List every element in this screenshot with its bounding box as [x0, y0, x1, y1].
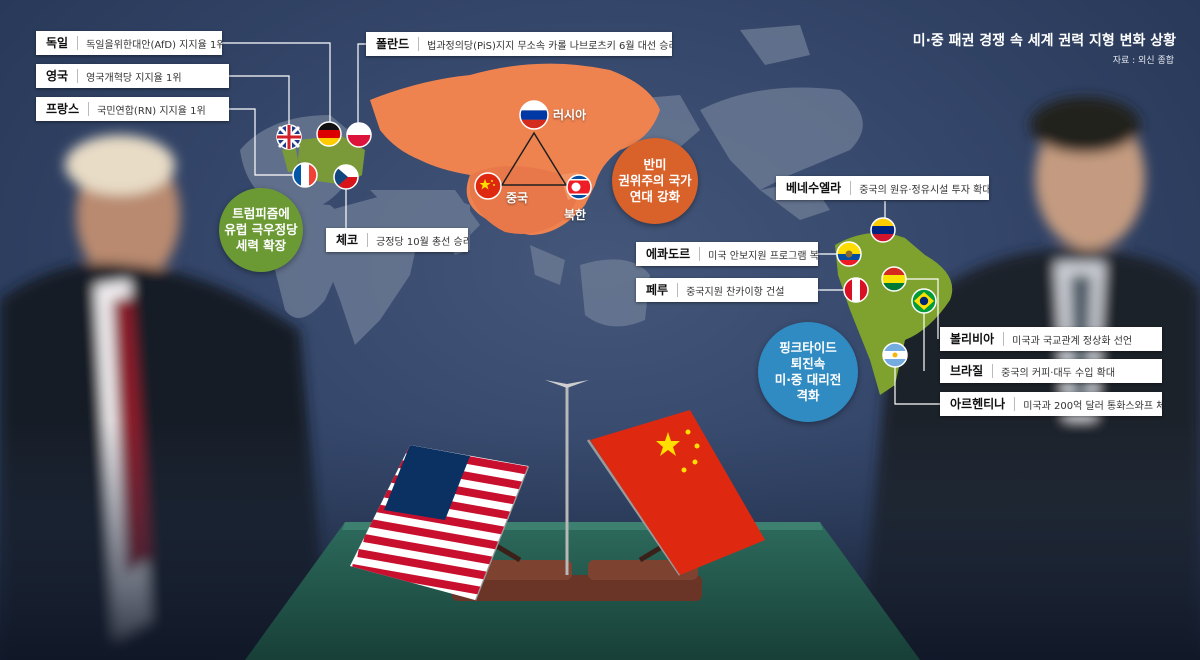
russia-flag-icon: [519, 100, 549, 130]
venezuela-flag-icon: [870, 217, 896, 243]
poland-flag-icon: [346, 122, 372, 148]
china-flag-icon: [474, 172, 502, 200]
page-title: 미·중 패권 경쟁 속 세계 권력 지형 변화 상황: [912, 33, 1176, 49]
north-korea-flag-icon: [566, 174, 592, 200]
china-flag: [586, 410, 765, 576]
france-flag-icon: [292, 162, 318, 188]
latam-region: [835, 232, 953, 395]
source-note: 자료 : 외신 종합: [1112, 56, 1174, 66]
argentina-flag-icon: [882, 342, 908, 368]
brazil-flag-icon: [911, 288, 937, 314]
czech-flag-icon: [333, 164, 359, 190]
map-label-north-korea: 북한: [564, 208, 587, 222]
ecuador-flag-icon: [836, 241, 862, 267]
map-label-china: 중국: [506, 191, 529, 205]
bolivia-flag-icon: [881, 266, 907, 292]
callout-lines: [222, 42, 940, 405]
peru-flag-icon: [843, 277, 869, 303]
map-label-russia: 러시아: [553, 108, 587, 122]
uk-flag-icon: [276, 124, 302, 150]
germany-flag-icon: [316, 121, 342, 147]
